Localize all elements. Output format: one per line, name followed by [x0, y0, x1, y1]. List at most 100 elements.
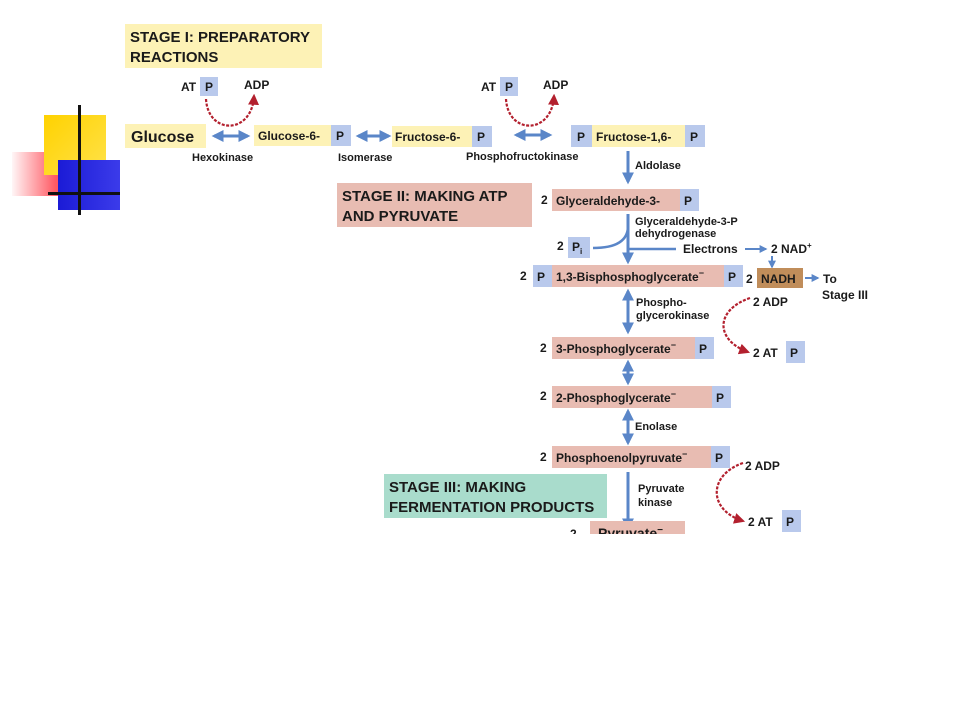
- 3-phosphoglycerate-box: [552, 337, 695, 359]
- phosphate-box: [500, 77, 518, 96]
- 2-phosphoglycerate-box: [552, 386, 712, 408]
- phosphofructokinase-label: Phosphofructokinase: [466, 151, 578, 163]
- pi-input-arrow: [592, 225, 630, 250]
- coefficient-2: 2: [540, 341, 547, 355]
- phosphate-box: [685, 125, 705, 147]
- stage3-title-line1: STAGE III: MAKING: [389, 479, 526, 496]
- atp-label-1: AT: [181, 80, 197, 94]
- stage3-banner: [384, 474, 607, 518]
- nadh-label: NADH: [761, 272, 796, 286]
- glucose-6-box: [254, 125, 331, 146]
- adp-label-pgk: 2 ADP: [753, 295, 788, 309]
- phosphate-label: P: [505, 80, 513, 94]
- phosphate-box: [472, 126, 492, 147]
- phosphate-box: [712, 386, 731, 408]
- atp-label-pk: 2 AT: [748, 515, 773, 529]
- glucose-box: [125, 124, 206, 148]
- phosphate-box: [331, 125, 351, 146]
- fructose-6-box: [392, 126, 472, 147]
- stage1-title-line2: REACTIONS: [130, 49, 218, 66]
- phosphate-label: P: [477, 130, 485, 144]
- coefficient-2: 2: [746, 272, 753, 286]
- 3-phosphoglycerate-label: 3-Phosphoglycerate−: [556, 340, 676, 356]
- stage2-title-line2: AND PYRUVATE: [342, 208, 458, 225]
- phosphate-box: [711, 446, 730, 468]
- enolase-label: Enolase: [635, 421, 677, 433]
- to-label: To: [823, 272, 837, 286]
- fructose-6-label: Fructose-6-: [395, 130, 460, 144]
- phosphate-label: P: [205, 80, 213, 94]
- pyruvate-label: Pyruvate−: [598, 525, 663, 541]
- phosphate-box: [571, 125, 592, 147]
- coefficient-2: 2: [540, 389, 547, 403]
- phosphate-label: P: [684, 194, 692, 208]
- adp-label-pk: 2 ADP: [745, 459, 780, 473]
- glyceraldehyde-3-box: [552, 189, 680, 211]
- coefficient-2: 2: [540, 450, 547, 464]
- phosphate-box: [724, 265, 743, 287]
- pgk-label-1: Phospho-: [636, 297, 687, 309]
- hexokinase-label: Hexokinase: [192, 152, 253, 164]
- phosphate-label: P: [336, 129, 344, 143]
- gapdh-label-2: dehydrogenase: [635, 228, 716, 240]
- nad-label: 2 NAD+: [771, 241, 812, 256]
- pyruvate-kinase-label-1: Pyruvate: [638, 483, 684, 495]
- phosphate-label: P: [728, 270, 736, 284]
- aldolase-label: Aldolase: [635, 160, 681, 172]
- decorative-blue-square: [58, 160, 120, 210]
- pgk-label-2: glycerokinase: [636, 310, 709, 322]
- phosphate-label: P: [699, 342, 707, 356]
- phosphate-box: [782, 510, 801, 532]
- nadh-box: [757, 268, 803, 288]
- 2-phosphoglycerate-label: 2-Phosphoglycerate−: [556, 389, 676, 405]
- bisphosphoglycerate-label: 1,3-Bisphosphoglycerate−: [556, 268, 704, 284]
- glyceraldehyde-3-label: Glyceraldehyde-3-: [556, 194, 660, 208]
- decorative-horizontal-line: [48, 192, 120, 195]
- pyruvate-box: [590, 521, 685, 534]
- atp-adp-curve-2: [504, 93, 560, 127]
- phosphate-box: [680, 189, 699, 211]
- atp-label-2: AT: [481, 80, 497, 94]
- adp-label-2: ADP: [543, 78, 568, 92]
- phosphate-label: P: [537, 270, 545, 284]
- pi-label: Pi: [572, 240, 582, 256]
- coefficient-2: 2: [541, 193, 548, 207]
- fructose-16-label: Fructose-1,6-: [596, 130, 671, 144]
- coefficient-2: 2: [520, 269, 527, 283]
- stage1-title-line1: STAGE I: PREPARATORY: [130, 29, 310, 46]
- phosphate-label: P: [715, 451, 723, 465]
- stage1-banner: [125, 24, 322, 68]
- phosphate-label: P: [790, 346, 798, 360]
- phosphate-box: [533, 265, 552, 287]
- atp-label-pgk: 2 AT: [753, 346, 778, 360]
- atp-adp-curve-1: [204, 93, 260, 127]
- gapdh-label-1: Glyceraldehyde-3-P: [635, 216, 738, 228]
- stage3-label: Stage III: [822, 288, 868, 302]
- adp-atp-curve-pk: [715, 461, 746, 524]
- glucose-6-label: Glucose-6-: [258, 129, 320, 143]
- phosphate-box: [200, 77, 218, 96]
- decorative-vertical-line: [78, 105, 81, 215]
- bisphosphoglycerate-box: [552, 265, 724, 287]
- pyruvate-kinase-label-2: kinase: [638, 497, 672, 509]
- phosphate-label: P: [690, 130, 698, 144]
- phosphoenolpyruvate-box: [552, 446, 711, 468]
- phosphate-label: P: [716, 391, 724, 405]
- stage2-title-line1: STAGE II: MAKING ATP: [342, 188, 508, 205]
- electrons-label: Electrons: [683, 242, 738, 256]
- inorganic-phosphate-box: [568, 237, 590, 258]
- stage2-banner: [337, 183, 532, 227]
- phosphate-box: [786, 341, 805, 363]
- coefficient-2: 2: [557, 239, 564, 253]
- fructose-16-box: [592, 125, 685, 147]
- phosphate-box: [695, 337, 714, 359]
- stage3-title-line2: FERMENTATION PRODUCTS: [389, 499, 594, 516]
- phosphoenolpyruvate-label: Phosphoenolpyruvate−: [556, 449, 687, 465]
- isomerase-label: Isomerase: [338, 152, 392, 164]
- adp-label-1: ADP: [244, 78, 269, 92]
- phosphate-label: P: [577, 130, 585, 144]
- glucose-label: Glucose: [131, 129, 194, 146]
- coefficient-2: 2: [570, 527, 577, 541]
